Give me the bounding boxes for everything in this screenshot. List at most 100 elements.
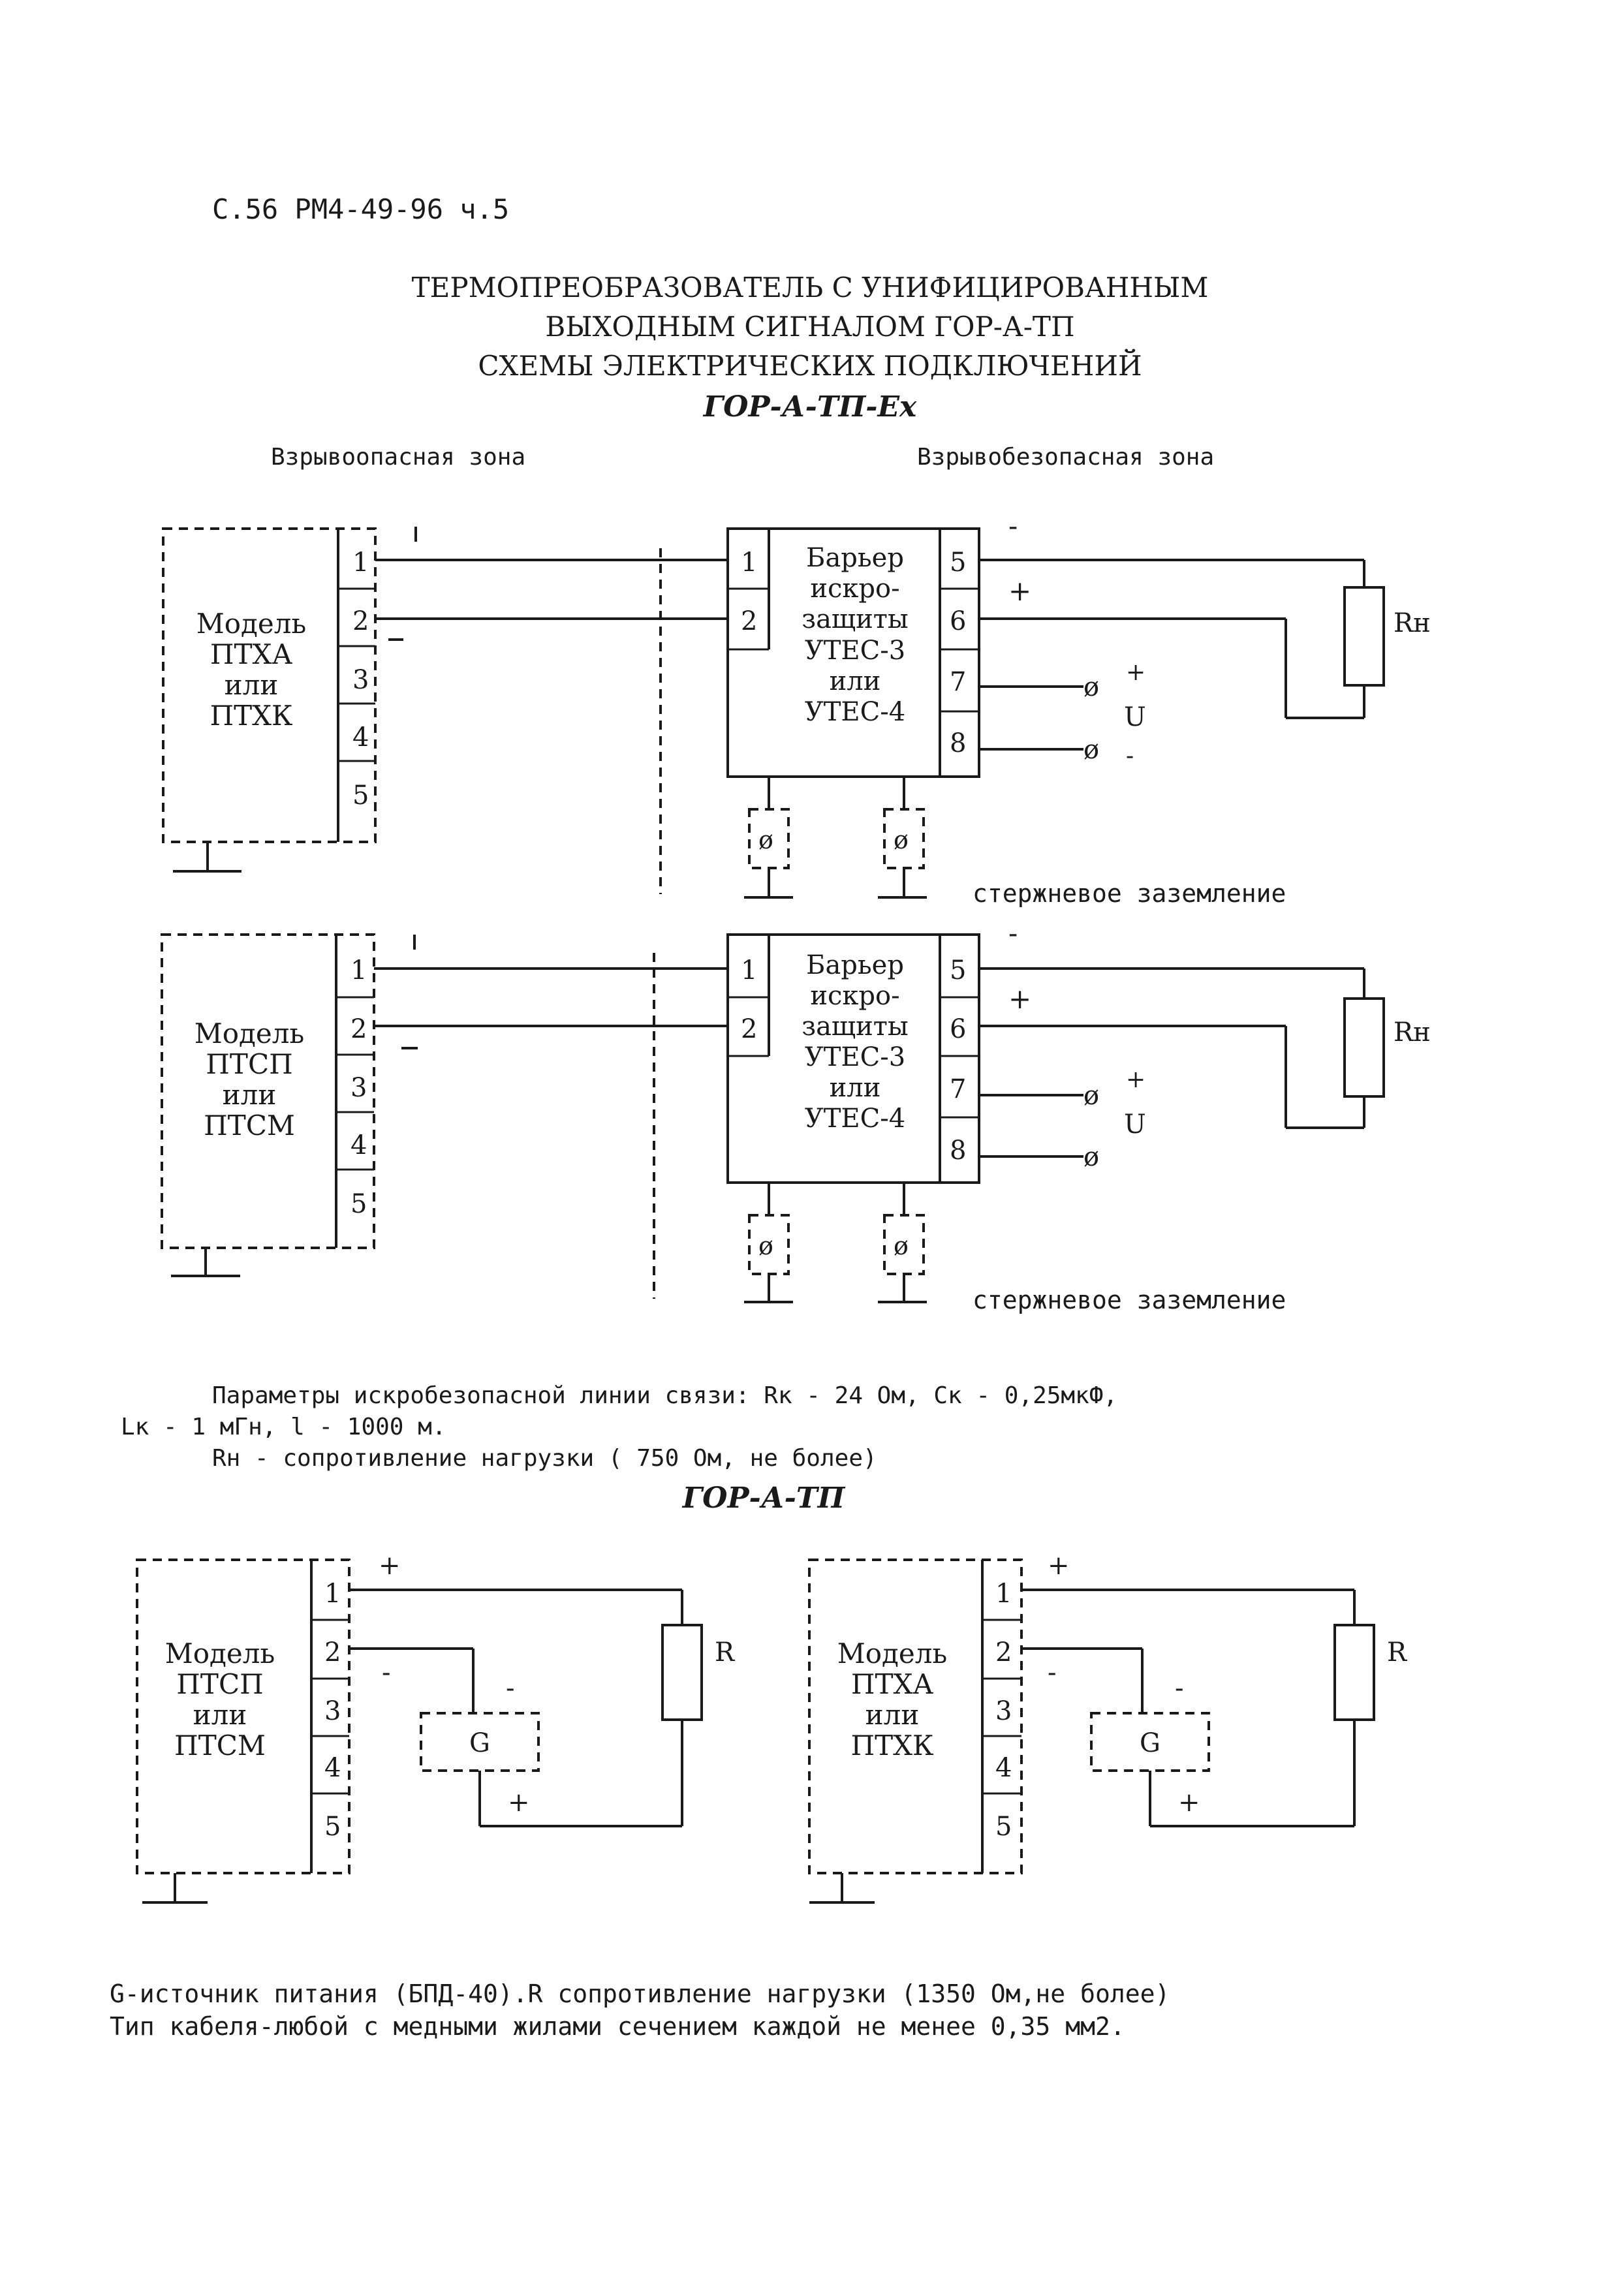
minus-sign: - [1008, 917, 1018, 949]
safe-zone-label: Взрывобезопасная зона [917, 444, 1214, 471]
model-label: ПТХК [210, 700, 293, 732]
terminal-5: 5 [324, 1812, 341, 1842]
terminal-3: 3 [324, 1696, 341, 1726]
title-line-3: СХЕМЫ ЭЛЕКТРИЧЕСКИХ ПОДКЛЮЧЕНИЙ [478, 348, 1142, 382]
power-source-label: G [469, 1728, 490, 1758]
plus-sign: + [508, 1788, 530, 1818]
load-label: R [715, 1637, 736, 1668]
supply-terminal-icon: ø [1083, 1081, 1099, 1111]
note-line-1: G-источник питания (БПД-40).R сопротивле… [110, 1979, 1170, 2008]
hazardous-zone-label: Взрывоопасная зона [271, 444, 525, 471]
model-label: Модель [837, 1637, 948, 1669]
model-label: Модель [165, 1637, 275, 1669]
terminal-5: 5 [995, 1812, 1012, 1842]
barrier-out-5: 5 [950, 955, 966, 985]
ground-rod-icon: ø [758, 1232, 773, 1260]
barrier-label: защиты [802, 1012, 908, 1042]
plus-sign: + [1178, 1788, 1200, 1818]
note-line-2: Тип кабеля-любой с медными жилами сечени… [110, 2012, 1125, 2041]
terminal-1: 1 [352, 548, 369, 578]
minus-sign: - [1048, 1658, 1057, 1688]
supply-minus: - [1126, 743, 1134, 769]
load-resistor [1343, 586, 1385, 687]
barrier-out-7: 7 [950, 1074, 966, 1104]
model-label: ПТСП [206, 1048, 292, 1080]
ground-rod-icon: ø [894, 1232, 909, 1260]
sensor-box-2 [161, 933, 375, 1249]
supply-plus: + [1126, 1066, 1145, 1093]
barrier-label: искро- [810, 981, 899, 1011]
terminal-2: 2 [995, 1637, 1012, 1668]
params-line-3: Rн - сопротивление нагрузки ( 750 Ом, не… [212, 1445, 877, 1472]
plus-sign: + [1048, 1551, 1070, 1581]
barrier-label: Барьер [806, 543, 904, 573]
supply-terminal-icon: ø [1083, 735, 1099, 765]
terminal-4: 4 [324, 1753, 341, 1783]
terminal-1: 1 [324, 1579, 341, 1609]
terminal-5: 5 [352, 781, 369, 811]
supply-plus: + [1126, 659, 1145, 686]
plus-sign: + [379, 1551, 401, 1581]
barrier-label: УТЕС-3 [805, 1042, 905, 1072]
supply-terminal-icon: ø [1083, 672, 1099, 702]
barrier-label: УТЕС-3 [805, 636, 905, 666]
minus-sign: - [1175, 1673, 1184, 1703]
minus-sign: - [1008, 510, 1018, 542]
barrier-out-8: 8 [950, 728, 966, 758]
sensor-box-1 [162, 527, 377, 843]
terminal-2: 2 [352, 606, 369, 636]
terminal-1: 1 [995, 1579, 1012, 1609]
plus-sign: + [1008, 575, 1031, 607]
load-label: R [1387, 1637, 1408, 1668]
params-line-2: Lк - 1 мГн, l - 1000 м. [121, 1414, 446, 1440]
model-label: или [865, 1699, 920, 1731]
model-label: ПТСМ [174, 1730, 266, 1761]
terminal-2: 2 [324, 1637, 341, 1668]
grounding-label: стержневое заземление [973, 1286, 1286, 1314]
model-label: ПТСМ [204, 1109, 295, 1141]
barrier-box-2 [726, 933, 980, 1184]
barrier-label: Барьер [806, 950, 904, 980]
ex-scheme-1: 1 2 3 4 5 Модель ПТХА или ПТХК 1 2 5 [162, 510, 1431, 908]
model-label: Модель [195, 1017, 305, 1049]
load-resistor [661, 1624, 703, 1721]
barrier-box-1 [726, 527, 980, 778]
model-label: ПТХК [850, 1730, 934, 1761]
terminal-1: 1 [350, 955, 367, 985]
model-label: или [193, 1699, 247, 1731]
model-label: ПТХА [851, 1668, 934, 1700]
ground-rod-icon: ø [894, 826, 909, 854]
power-source [1090, 1712, 1210, 1772]
barrier-out-8: 8 [950, 1136, 966, 1166]
minus-sign: - [506, 1673, 515, 1703]
load-label: Rн [1394, 1017, 1431, 1047]
barrier-in-2: 2 [741, 606, 757, 636]
supply-label: U [1124, 702, 1146, 732]
model-label: или [225, 669, 279, 701]
power-source [420, 1712, 540, 1772]
barrier-label: УТЕС-4 [805, 697, 905, 727]
model-label: ПТСП [176, 1668, 263, 1700]
minus-sign: - [382, 1658, 391, 1688]
plain-scheme-left: 1 2 3 4 5 Модель ПТСП или ПТСМ R + - - G… [136, 1551, 736, 1904]
page-reference: С.56 РМ4-49-96 ч.5 [212, 193, 509, 225]
barrier-out-6: 6 [950, 606, 966, 636]
ex-scheme-2: 1 2 3 4 5 Модель ПТСП или ПТСМ 1 2 5 6 7… [161, 917, 1431, 1314]
supply-label: U [1124, 1109, 1146, 1140]
supply-terminal-icon: ø [1083, 1142, 1099, 1172]
terminal-5: 5 [350, 1189, 367, 1219]
barrier-in-1: 1 [741, 548, 757, 578]
plus-sign: + [1008, 983, 1031, 1015]
grounding-label: стержневое заземление [973, 879, 1286, 908]
barrier-out-5: 5 [950, 548, 966, 578]
barrier-in-1: 1 [741, 955, 757, 985]
terminal-3: 3 [352, 665, 369, 695]
barrier-out-7: 7 [950, 667, 966, 697]
barrier-label: или [830, 1073, 881, 1103]
terminal-3: 3 [350, 1073, 367, 1103]
barrier-label: или [830, 666, 881, 696]
barrier-out-6: 6 [950, 1014, 966, 1044]
terminal-3: 3 [995, 1696, 1012, 1726]
terminal-4: 4 [995, 1753, 1012, 1783]
